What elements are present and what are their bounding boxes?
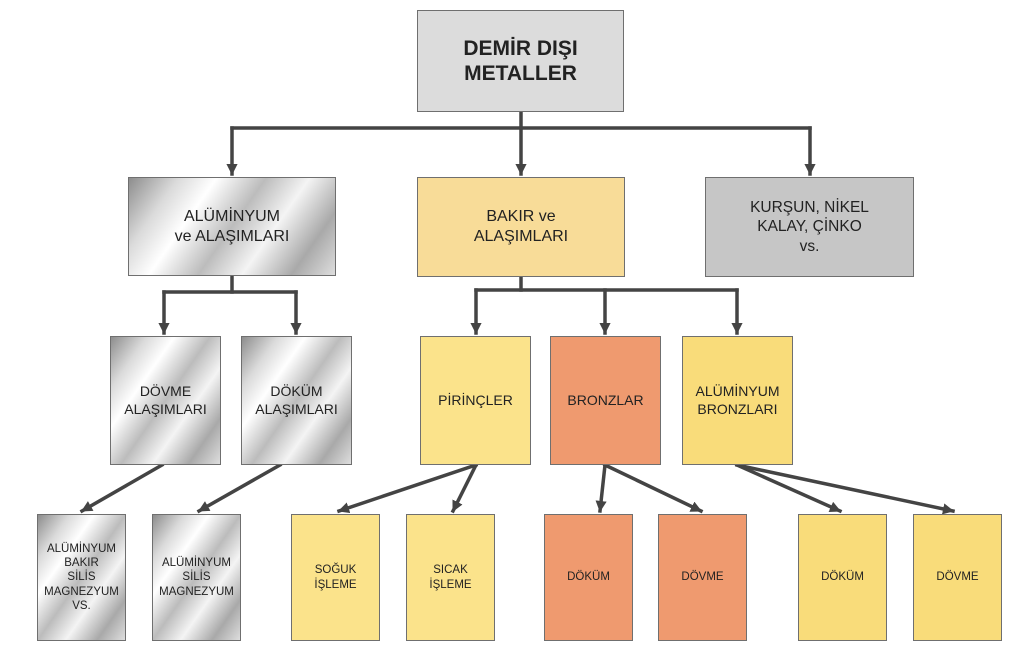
root-node-demir-disi-metaller: DEMİR DIŞI METALLER [417, 10, 624, 112]
node-kursun-nikel-kalay-cinko: KURŞUN, NİKEL KALAY, ÇİNKO vs. [705, 177, 914, 277]
arrow-to-sicak-isleme [450, 462, 479, 514]
leaf-aluminyum-bronz-dovme: DÖVME [913, 514, 1002, 641]
node-dokum-alasimlari: DÖKÜM ALAŞIMLARI [241, 336, 352, 465]
leaf-bronz-dokum: DÖKÜM [544, 514, 633, 641]
leaf-aluminyum-silis-magnezyum: ALÜMİNYUM SİLİS MAGNEZYUM [152, 514, 241, 641]
node-aluminyum-bronzlari: ALÜMİNYUM BRONZLARI [682, 336, 793, 465]
arrow-to-soguk-isleme [336, 462, 479, 514]
arrow-to-bronz-dovme [602, 462, 704, 514]
arrow-to-al-dokum [734, 462, 843, 514]
leaf-bronz-dovme: DÖVME [658, 514, 747, 641]
node-bakir-alasimlari: BAKIR ve ALAŞIMLARI [417, 177, 625, 277]
leaf-sicak-isleme: SICAK İŞLEME [406, 514, 495, 641]
node-bronzlar: BRONZLAR [550, 336, 661, 465]
arrow-to-dovme-leaf [79, 462, 165, 514]
leaf-soguk-isleme: SOĞUK İŞLEME [291, 514, 380, 641]
node-pirincler: PİRİNÇLER [420, 336, 531, 465]
node-aluminyum-alasimlari: ALÜMİNYUM ve ALAŞIMLARI [128, 177, 336, 276]
node-dovme-alasimlari: DÖVME ALAŞIMLARI [110, 336, 221, 465]
arrow-to-al-dovme [734, 462, 956, 515]
leaf-aluminyum-bronz-dokum: DÖKÜM [798, 514, 887, 641]
leaf-aluminyum-bakir-silis-magnezyum: ALÜMİNYUM BAKIR SİLİS MAGNEZYUM VS. [37, 514, 126, 641]
arrow-to-dokum-leaf [196, 462, 283, 514]
arrow-to-bronz-dokum [595, 463, 607, 513]
